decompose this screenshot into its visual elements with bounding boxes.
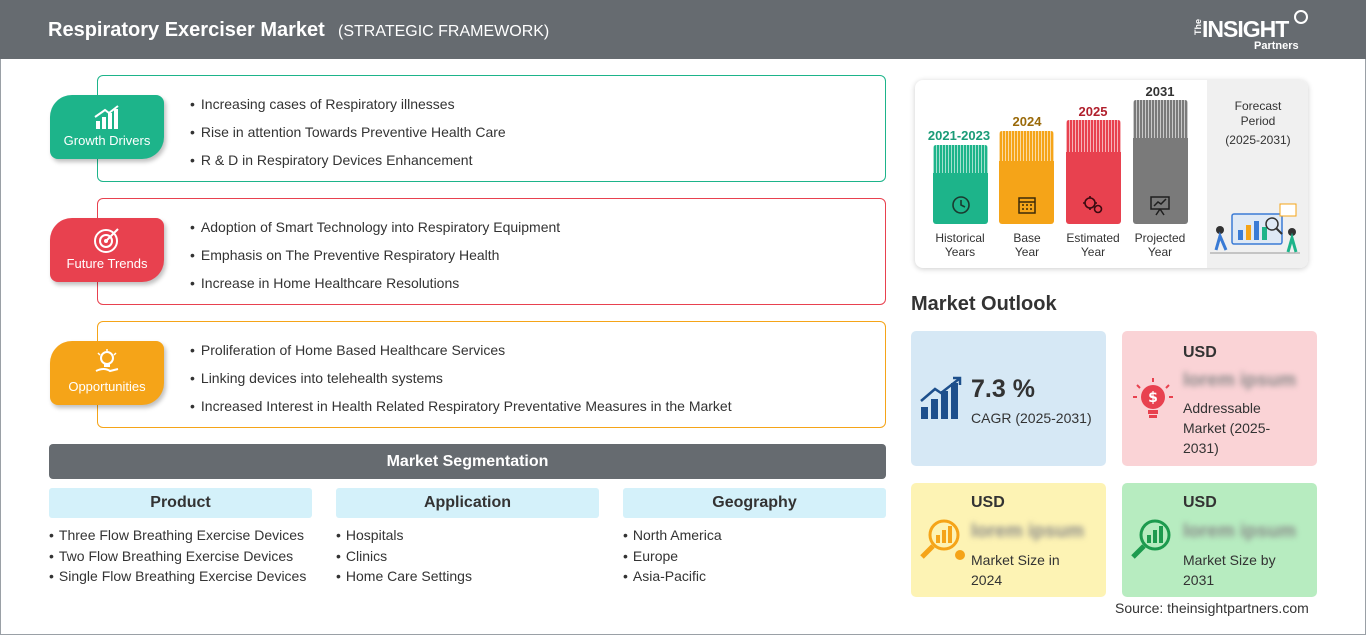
opportunities-label: Opportunities xyxy=(68,379,146,394)
market-size-2031-card: USD lorem ipsum Market Size by 2031 xyxy=(1122,483,1317,597)
list-item: Increased Interest in Health Related Res… xyxy=(190,396,732,424)
list-item: Asia-Pacific xyxy=(623,566,886,587)
cagr-card: 7.3 % CAGR (2025-2031) xyxy=(911,331,1106,466)
size2031-label: Market Size by 2031 xyxy=(1183,552,1276,588)
future-trends-label: Future Trends xyxy=(66,256,148,271)
segment-geography: Geography North America Europe Asia-Paci… xyxy=(623,488,886,587)
addressable-label: Addressable Market (2025- 2031) xyxy=(1183,400,1271,456)
market-size-2024-card: USD lorem ipsum Market Size in 2024 xyxy=(911,483,1106,597)
insight-partners-logo: The INSIGHT Partners xyxy=(1190,10,1320,54)
future-trends-tag: Future Trends xyxy=(50,218,164,282)
segment-head: Geography xyxy=(623,488,886,518)
tl-year-estimated: 2025 xyxy=(1078,104,1108,119)
opportunities-box: Proliferation of Home Based Healthcare S… xyxy=(97,321,886,428)
segment-head: Application xyxy=(336,488,599,518)
list-item: Two Flow Breathing Exercise Devices xyxy=(49,546,312,567)
target-icon xyxy=(94,228,119,253)
list-item: Increasing cases of Respiratory illnesse… xyxy=(190,94,506,122)
list-item: Three Flow Breathing Exercise Devices xyxy=(49,525,312,546)
list-item: Rise in attention Towards Preventive Hea… xyxy=(190,122,506,150)
size2024-label: Market Size in 2024 xyxy=(971,552,1060,588)
history-clock-icon xyxy=(952,196,970,214)
bar-chart-growth-icon xyxy=(94,105,119,129)
segment-product: Product Three Flow Breathing Exercise De… xyxy=(49,488,312,587)
calendar-icon xyxy=(1018,197,1036,214)
analyst-illustration-icon xyxy=(1210,203,1300,254)
size2024-value: lorem ipsum xyxy=(971,521,1084,542)
page-title: Respiratory Exerciser Market xyxy=(48,19,325,41)
future-trends-list: Adoption of Smart Technology into Respir… xyxy=(190,217,560,301)
addressable-usd: USD xyxy=(1183,344,1217,361)
list-item: Emphasis on The Preventive Respiratory H… xyxy=(190,245,560,273)
size2024-usd: USD xyxy=(971,494,1005,511)
lightbulb-hand-icon xyxy=(95,349,119,373)
tl-year-base: 2024 xyxy=(1012,114,1042,129)
magnifier-chart-icon xyxy=(920,519,965,560)
future-trends-box: Adoption of Smart Technology into Respir… xyxy=(97,198,886,305)
svg-text:$: $ xyxy=(1148,390,1158,406)
segment-application: Application Hospitals Clinics Home Care … xyxy=(336,488,599,587)
list-item: Increase in Home Healthcare Resolutions xyxy=(190,273,560,301)
list-item: Home Care Settings xyxy=(336,566,599,587)
market-segmentation-header: Market Segmentation xyxy=(49,444,886,479)
forecast-title: Forecast Period (2025-2031) xyxy=(1225,99,1291,147)
growth-drivers-tag: Growth Drivers xyxy=(50,95,164,159)
list-item: Linking devices into telehealth systems xyxy=(190,368,732,396)
list-item: R & D in Respiratory Devices Enhancement xyxy=(190,150,506,178)
cagr-label: CAGR (2025-2031) xyxy=(971,410,1092,426)
source-text: Source: theinsightpartners.com xyxy=(1115,600,1309,616)
list-item: Single Flow Breathing Exercise Devices xyxy=(49,566,312,587)
growth-drivers-list: Increasing cases of Respiratory illnesse… xyxy=(190,94,506,178)
opportunities-list: Proliferation of Home Based Healthcare S… xyxy=(190,340,732,424)
size2031-usd: USD xyxy=(1183,494,1217,511)
bar-historical xyxy=(933,145,988,224)
list-item: Hospitals xyxy=(336,525,599,546)
list-item: Proliferation of Home Based Healthcare S… xyxy=(190,340,732,368)
growth-drivers-label: Growth Drivers xyxy=(63,133,151,148)
presentation-icon xyxy=(1150,196,1170,216)
growth-chart-icon xyxy=(920,376,962,419)
dollar-bulb-icon: $ xyxy=(1133,378,1173,418)
segment-head: Product xyxy=(49,488,312,518)
addressable-market-card: USD lorem ipsum $ Addressable Market (20… xyxy=(1122,331,1317,466)
page-subtitle: (STRATEGIC FRAMEWORK) xyxy=(338,23,550,40)
list-item: Adoption of Smart Technology into Respir… xyxy=(190,217,560,245)
magnifier-growth-icon xyxy=(1131,519,1171,559)
list-item: North America xyxy=(623,525,886,546)
tl-year-historical: 2021-2023 xyxy=(927,128,991,143)
growth-drivers-box: Increasing cases of Respiratory illnesse… xyxy=(97,75,886,182)
header-bar: Respiratory Exerciser Market (STRATEGIC … xyxy=(0,0,1366,59)
addressable-value: lorem ipsum xyxy=(1183,370,1296,391)
list-item: Clinics xyxy=(336,546,599,567)
market-outlook-title: Market Outlook xyxy=(911,293,1057,315)
cagr-value: 7.3 % xyxy=(971,375,1035,403)
size2031-value: lorem ipsum xyxy=(1183,521,1296,542)
gears-icon xyxy=(1083,196,1103,214)
tl-year-projected: 2031 xyxy=(1145,84,1175,99)
opportunities-tag: Opportunities xyxy=(50,341,164,405)
list-item: Europe xyxy=(623,546,886,567)
